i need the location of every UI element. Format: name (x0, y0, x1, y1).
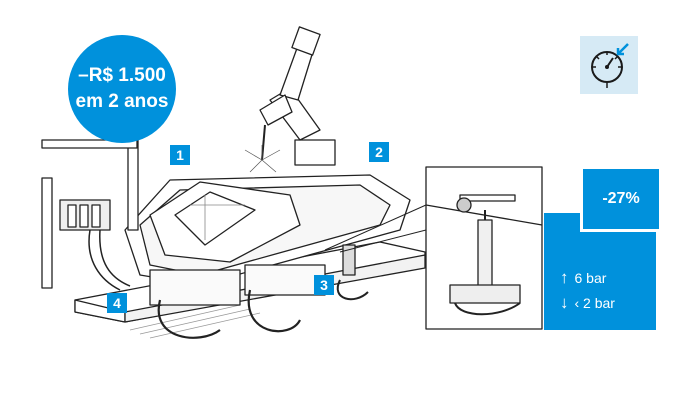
callout-3: 3 (314, 275, 334, 295)
savings-period: em 2 anos (75, 91, 169, 112)
pressure-after-value: ‹ 2 bar (574, 295, 615, 311)
savings-amount: –R$ 1.500 (78, 65, 166, 86)
callout-1: 1 (170, 145, 190, 165)
arrow-up-icon: ↑ (560, 268, 569, 287)
pressure-gauge-icon (580, 36, 638, 94)
callout-2: 2 (369, 142, 389, 162)
pressure-panel (544, 213, 656, 330)
reduction-badge: -27% (580, 169, 659, 232)
savings-bubble: –R$ 1.500 em 2 anos (68, 35, 176, 143)
pressure-before-value: 6 bar (574, 270, 607, 286)
pressure-after: ↓ ‹ 2 bar (560, 293, 615, 313)
arrow-down-icon: ↓ (560, 293, 569, 312)
pressure-before: ↑ 6 bar (560, 268, 606, 288)
callout-4: 4 (107, 293, 127, 313)
